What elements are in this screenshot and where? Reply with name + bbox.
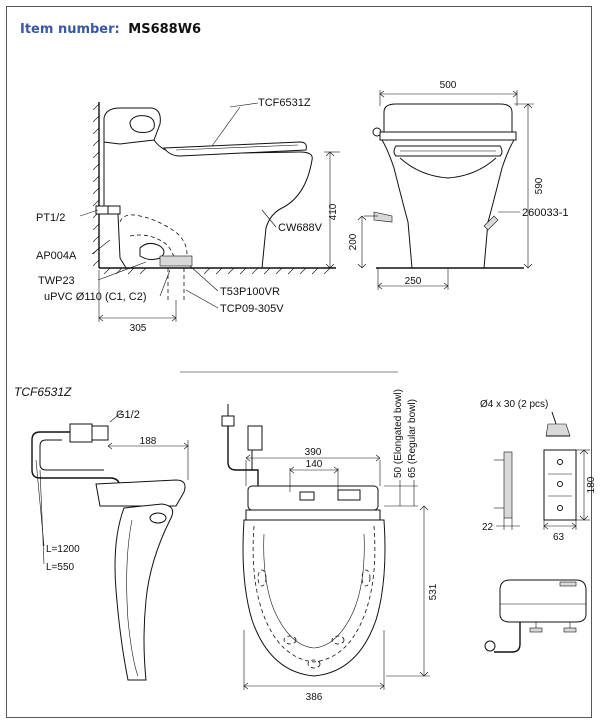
dim-inlet-offset-250: 250 (405, 276, 422, 287)
dim-height-590: 590 (534, 177, 545, 194)
label-hose-550: L=550 (46, 562, 75, 573)
item-number-label: Item number: (20, 22, 120, 37)
label-g12: G1/2 (116, 409, 140, 421)
label-cw688v: CW688V (278, 222, 323, 234)
front-view: 500 590 200 250 260033-1 (348, 80, 569, 290)
label-ap004a: AP004A (36, 250, 77, 262)
dim-regular-bowl: 65 (Regular bowl) (407, 399, 418, 478)
seat-details: Ø4 x 30 (2 pcs) 180 22 63 (480, 399, 597, 653)
dim-elongated-bowl: 50 (Elongated bowl) (393, 389, 404, 478)
seat-top-view: 390 140 50 (Elongated bowl) 65 (Regular … (221, 389, 439, 703)
item-number-value: MS688W6 (128, 22, 202, 37)
dim-22: 22 (482, 522, 494, 533)
seat-side-view: G1/2 188 L=1200 L=550 (31, 409, 189, 681)
label-pt12: PT1/2 (36, 212, 65, 224)
dim-63: 63 (553, 532, 565, 543)
seat-section-title: TCF6531Z (14, 385, 72, 399)
dim-531: 531 (428, 583, 439, 600)
drawing-frame (6, 6, 592, 718)
label-screw: Ø4 x 30 (2 pcs) (480, 399, 548, 410)
label-260033-1: 260033-1 (522, 207, 569, 219)
side-view: TCF6531Z PT1/2 AP004A TWP23 uPVC Ø110 (C… (36, 97, 340, 334)
dim-390: 390 (305, 447, 322, 458)
label-upvc-pipe: uPVC Ø110 (C1, C2) (44, 291, 147, 303)
dim-188: 188 (140, 436, 157, 447)
dim-inlet-height-200: 200 (348, 233, 359, 250)
label-t53p100vr: T53P100VR (220, 286, 280, 298)
label-hose-1200: L=1200 (46, 544, 80, 555)
dim-386: 386 (306, 692, 323, 703)
seat-section: TCF6531Z G1/2 188 L=1200 L=550 (14, 385, 597, 703)
label-tcp09-305v: TCP09-305V (220, 303, 284, 315)
dim-height-410: 410 (328, 203, 339, 220)
dim-width-500: 500 (440, 80, 457, 91)
side-seat-model-label: TCF6531Z (258, 97, 311, 109)
dim-180: 180 (586, 476, 597, 493)
label-twp23: TWP23 (38, 275, 75, 287)
item-number-header: Item number: MS688W6 (20, 22, 201, 37)
dim-rough-in-305: 305 (130, 323, 147, 334)
dim-140: 140 (306, 459, 323, 470)
